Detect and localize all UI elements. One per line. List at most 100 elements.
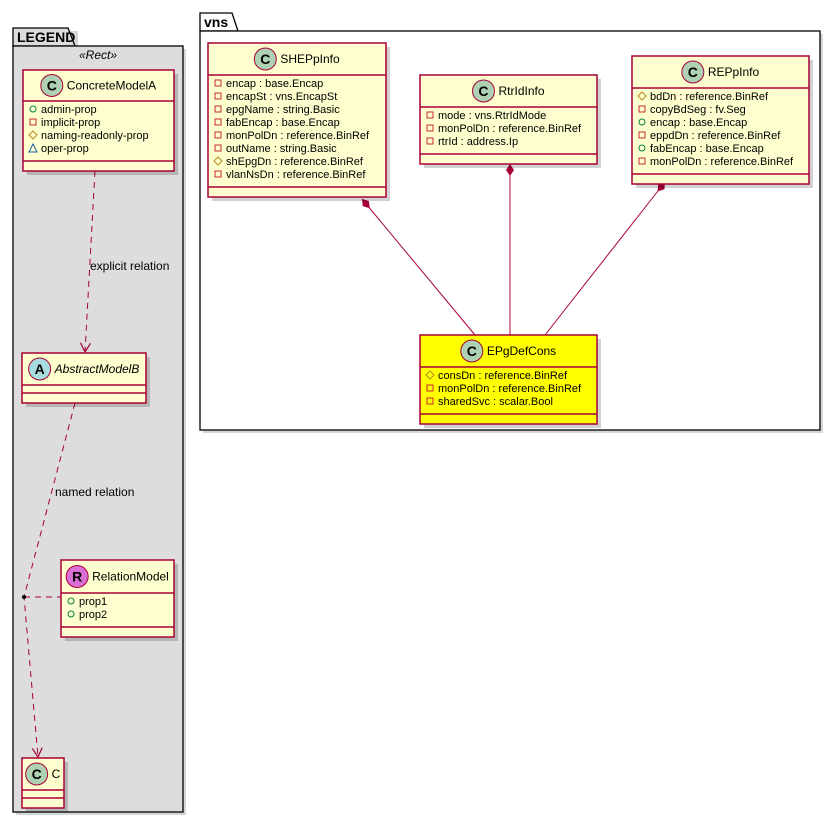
class-box [207,42,387,198]
class-attribute: oper-prop [41,143,89,155]
class-attribute: sharedSvc : scalar.Bool [438,396,553,408]
class-attribute: admin-prop [41,104,97,116]
protected-visibility-icon [28,130,38,140]
shep-to-epg-composition [361,198,476,336]
private-visibility-icon [214,118,222,126]
private-visibility-icon [426,137,434,145]
legend-title: LEGEND [17,29,75,45]
class-attribute: consDn : reference.BinRef [438,370,568,382]
class-name: AbstractModelB [54,362,140,376]
class-attribute: prop1 [79,596,107,608]
private-visibility-icon [214,144,222,152]
public-visibility-icon [67,610,75,618]
class-attribute: monPolDn : reference.BinRef [438,383,582,395]
class-attribute: encapSt : vns.EncapSt [226,91,337,103]
private-visibility-icon [29,118,37,126]
class-attribute: monPolDn : reference.BinRef [438,123,582,135]
class-attribute: naming-readonly-prop [41,130,149,142]
class-name: SHEPpInfo [280,52,340,66]
private-visibility-icon [638,157,646,165]
protected-visibility-icon [425,370,435,380]
private-visibility-icon [426,124,434,132]
legend-package: LEGEND «Rect» [12,27,186,815]
private-visibility-icon [426,397,434,405]
class-box [631,55,810,185]
class-attribute: fabEncap : base.Encap [226,117,340,129]
class-kind-letter: C [260,51,270,67]
class-kind-letter: A [35,361,45,377]
class-kind-letter: C [478,83,488,99]
vns-relations [361,164,666,336]
class-kind-R-icon [65,565,89,588]
class-name: RelationModel [92,570,169,584]
class-kind-C-icon [253,47,277,71]
class-attribute: monPolDn : reference.BinRef [650,156,794,168]
class-attribute: bdDn : reference.BinRef [650,91,769,103]
class-kind-letter: C [688,64,698,80]
class-attribute: copyBdSeg : fv.Seg [650,104,746,116]
class-kind-C-icon [40,74,64,97]
relation-junction-dot [22,595,26,599]
class-attribute: vlanNsDn : reference.BinRef [226,169,366,181]
class-attribute: fabEncap : base.Encap [650,143,764,155]
class-ConcreteModelA[interactable]: ConcreteModelA Cadmin-propimplicit-propna… [22,69,178,175]
class-attribute: eppdDn : reference.BinRef [650,130,781,142]
public-visibility-icon [638,118,646,126]
class-kind-C-icon [25,762,49,786]
vns-title: vns [204,14,228,30]
package-visibility-icon [28,142,38,153]
class-name: ConcreteModelA [67,79,156,93]
class-kind-letter: R [72,569,82,585]
private-visibility-icon [426,384,434,392]
private-visibility-icon [426,111,434,119]
class-C[interactable]: CC [21,757,68,812]
explicit-relation-label: explicit relation [90,259,169,273]
private-visibility-icon [638,131,646,139]
private-visibility-icon [214,105,222,113]
private-visibility-icon [214,131,222,139]
private-visibility-icon [214,79,222,87]
public-visibility-icon [67,597,75,605]
named-relation-label: named relation [55,485,134,499]
class-name: EPgDefCons [487,344,556,358]
private-visibility-icon [214,170,222,178]
explicit-relation-edge [79,170,96,354]
public-visibility-icon [638,144,646,152]
class-attribute: monPolDn : reference.BinRef [226,130,370,142]
protected-visibility-icon [213,156,223,166]
class-attribute: outName : string.Basic [226,143,337,155]
class-kind-letter: C [32,766,42,782]
protected-visibility-icon [637,91,647,101]
class-kind-C-icon [460,339,484,363]
class-kind-letter: C [467,343,477,359]
classes: ConcreteModelACadmin-propimplicit-propna… [21,42,813,812]
class-box [419,74,598,165]
class-box [419,334,598,425]
class-AbstractModelB[interactable]: AbstractModelB A [21,352,150,407]
legend-relations: explicit relation named relation [22,170,169,759]
class-name: REPpInfo [708,65,760,79]
class-name: RtrIdInfo [498,84,544,98]
class-attribute: mode : vns.RtrIdMode [438,110,546,122]
class-name: C [52,767,61,781]
class-attribute: implicit-prop [41,117,100,129]
class-kind-letter: C [47,78,57,94]
legend-stereotype: «Rect» [79,48,117,62]
private-visibility-icon [214,92,222,100]
class-attribute: prop2 [79,609,107,621]
class-attribute: epgName : string.Basic [226,104,340,116]
class-attribute: rtrId : address.Ip [438,136,518,148]
class-kind-A-icon [28,357,52,381]
rep-to-epg-composition [544,181,666,336]
class-attribute: shEpgDn : reference.BinRef [226,156,364,168]
private-visibility-icon [638,105,646,113]
class-kind-C-icon [681,60,705,84]
public-visibility-icon [29,105,37,113]
class-kind-C-icon [471,79,495,103]
